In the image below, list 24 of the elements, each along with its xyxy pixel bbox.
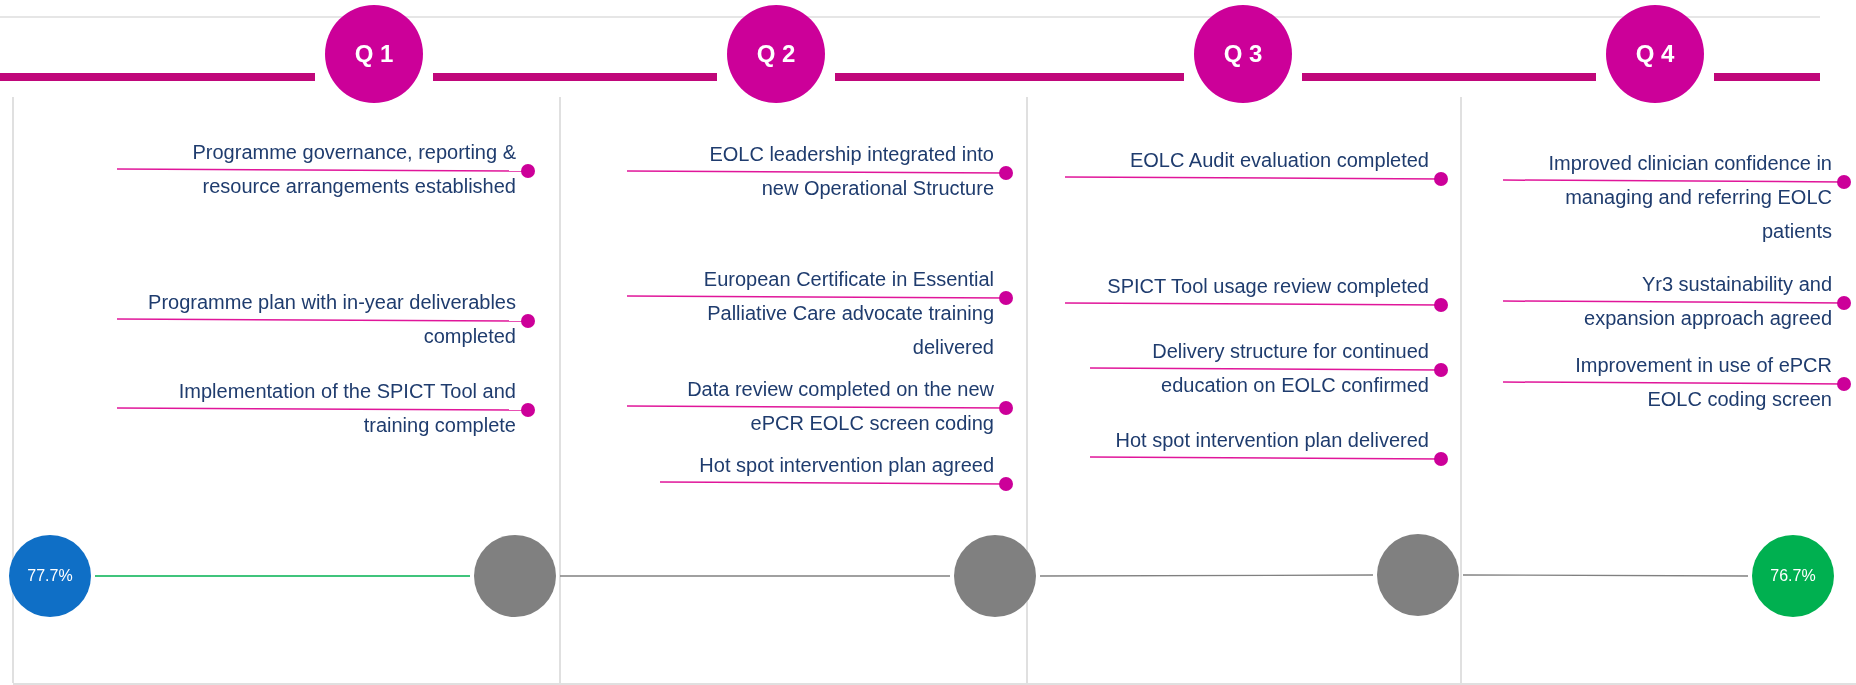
milestone-text: SPICT Tool usage review completed	[1009, 269, 1429, 303]
connector-line	[559, 575, 951, 577]
milestone-text: European Certificate in Essential Palliative Care advocate training delivered	[624, 262, 994, 364]
connector-line	[1039, 574, 1374, 577]
milestone-text: Improvement in use of ePCR EOLC coding screen	[1542, 348, 1832, 416]
progress-circle: 76.7%	[1752, 535, 1834, 617]
milestone-text: Improved clinician confidence in managing and referring EOLC patients	[1520, 146, 1832, 248]
quarter-badge: Q 4	[1606, 5, 1704, 103]
milestone-text: Programme governance, reporting & resource arrangements established	[176, 135, 516, 203]
quarter-badge: Q 3	[1194, 5, 1292, 103]
milestone-text: EOLC leadership integrated into new Operational Structure	[674, 137, 994, 205]
quarter-badge: Q 1	[325, 5, 423, 103]
milestone-text: Data review completed on the new ePCR EOLC screen coding	[669, 372, 994, 440]
milestone-text: Delivery structure for continued education on EOLC confirmed	[1074, 334, 1429, 402]
progress-circle: 77.7%	[9, 535, 91, 617]
connector-line	[1462, 574, 1749, 577]
milestone-text: Hot spot intervention plan delivered	[1009, 423, 1429, 457]
quarter-badge: Q 2	[727, 5, 825, 103]
milestone-text: Implementation of the SPICT Tool and training complete	[171, 374, 516, 442]
milestone-text: Hot spot intervention plan agreed	[594, 448, 994, 482]
connector-line	[94, 575, 471, 577]
milestone-text: EOLC Audit evaluation completed	[1009, 143, 1429, 177]
milestone-text: Programme plan with in-year deliverables completed	[136, 285, 516, 353]
milestone-text: Yr3 sustainability and expansion approach agreed	[1562, 267, 1832, 335]
